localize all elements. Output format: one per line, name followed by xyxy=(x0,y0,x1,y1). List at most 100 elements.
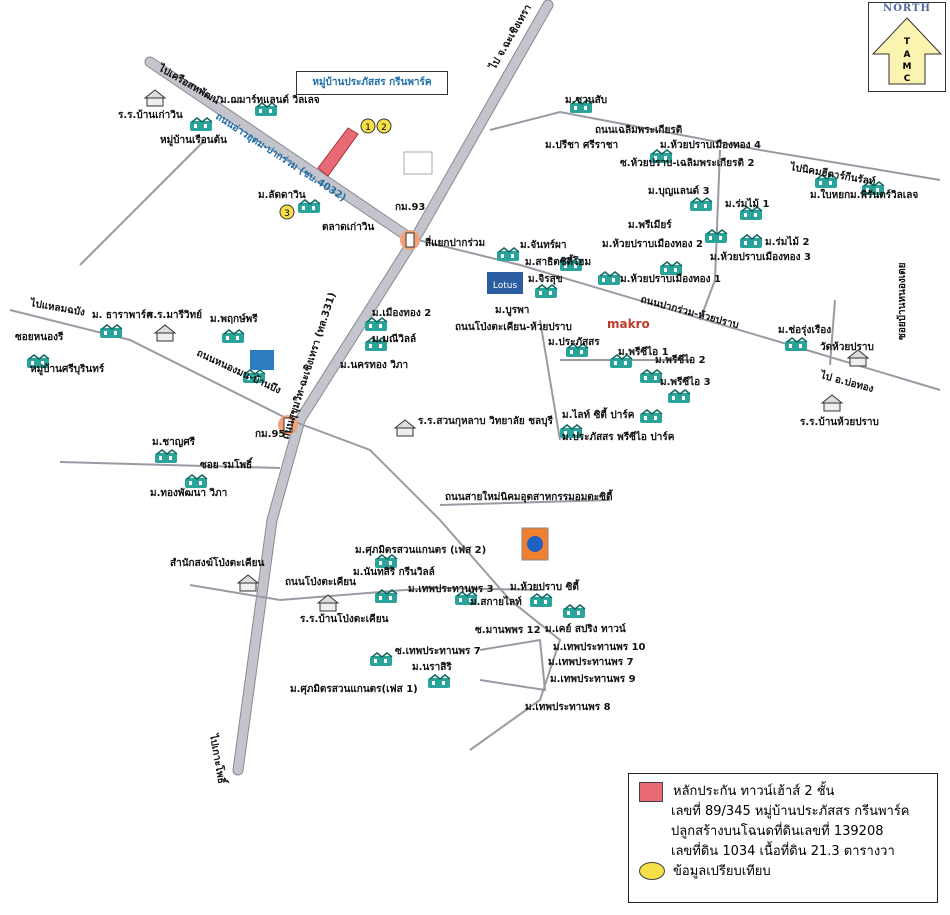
bank-logo xyxy=(403,151,433,175)
legend-line-4: เลขที่ดิน 1034 เนื้อที่ดิน 21.3 ตารางวา xyxy=(671,844,895,859)
svg-text:ม.ร่มไม้ 1: ม.ร่มไม้ 1 xyxy=(725,197,769,210)
svg-text:ม.ลัดดาวิน: ม.ลัดดาวิน xyxy=(258,189,306,201)
svg-text:ม.จิรสุข: ม.จิรสุข xyxy=(528,273,563,285)
svg-text:ม.สกายไลท์: ม.สกายไลท์ xyxy=(470,595,522,608)
svg-text:ร.ร.บ้านเก่าวิน: ร.ร.บ้านเก่าวิน xyxy=(118,109,183,121)
svg-text:ม.ห้วยปราบ ซิตี้: ม.ห้วยปราบ ซิตี้ xyxy=(510,579,580,593)
svg-text:ม.ปรีชา ศรีราชา: ม.ปรีชา ศรีราชา xyxy=(545,139,618,151)
lotus-logo xyxy=(487,272,523,294)
svg-text:หมู่บ้านเรือนต้น: หมู่บ้านเรือนต้น xyxy=(160,134,227,147)
svg-text:ม.พรีซีไอ 3: ม.พรีซีไอ 3 xyxy=(660,375,711,388)
traffic-lights xyxy=(278,230,420,435)
map-labels: ไปเครือสหพัฒน์ ร.ร.บ้านเก่าวิน หมู่บ้านเ… xyxy=(15,2,918,786)
map-legend: หลักประกัน ทาวน์เฮ้าส์ 2 ชั้น เลขที่ 89/… xyxy=(628,773,938,903)
svg-text:ม.ช่อรุ่งเรือง: ม.ช่อรุ่งเรือง xyxy=(778,324,831,336)
svg-text:ม.ห้วยปราบเมืองทอง 2: ม.ห้วยปราบเมืองทอง 2 xyxy=(602,238,703,250)
svg-text:ไป อ.บ่อทอง: ไป อ.บ่อทอง xyxy=(818,368,875,395)
svg-text:ม.นราสิริ: ม.นราสิริ xyxy=(412,661,452,673)
legend-line-5: ข้อมูลเปรียบเทียบ xyxy=(673,864,771,879)
svg-text:ถนนโป่งตะเคียน: ถนนโป่งตะเคียน xyxy=(285,575,356,588)
svg-text:ม.ชวนสับ: ม.ชวนสับ xyxy=(565,94,607,106)
svg-text:ม. ธาราพาร์ค: ม. ธาราพาร์ค xyxy=(92,309,153,321)
svg-text:ร.ร.สวนกุหลาบ วิทยาลัย ชลบุรี: ร.ร.สวนกุหลาบ วิทยาลัย ชลบุรี xyxy=(418,415,554,427)
north-arrow-icon: T A M C xyxy=(871,17,943,85)
svg-text:ซ.เทพประทานพร 7: ซ.เทพประทานพร 7 xyxy=(395,645,481,657)
svg-text:สี่แยกปากร่วม: สี่แยกปากร่วม xyxy=(425,235,485,249)
svg-text:ม.บูรพา: ม.บูรพา xyxy=(495,305,529,317)
svg-text:ไปแหลมฉบัง: ไปแหลมฉบัง xyxy=(28,296,86,319)
svg-text:กม.93: กม.93 xyxy=(395,202,425,213)
svg-text:ม.ร่มไม้ 2: ม.ร่มไม้ 2 xyxy=(765,235,809,248)
svg-text:ม.เทพประทานพร 3: ม.เทพประทานพร 3 xyxy=(408,583,494,595)
svg-text:กม.95: กม.95 xyxy=(255,429,285,440)
svg-text:ซ.ห้วยปราบ-เฉลิมพระเกียรติ 2: ซ.ห้วยปราบ-เฉลิมพระเกียรติ 2 xyxy=(620,157,754,169)
svg-text:ร.ร.มารีวิทย์: ร.ร.มารีวิทย์ xyxy=(148,309,202,321)
svg-text:ม.ฌมาร์ทแลนด์ วิลเลจ: ม.ฌมาร์ทแลนด์ วิลเลจ xyxy=(220,94,320,106)
svg-text:ม.สาธิตซิตี้โฮม: ม.สาธิตซิตี้โฮม xyxy=(525,254,591,268)
svg-text:ม.มณีวิลล์: ม.มณีวิลล์ xyxy=(372,333,416,345)
svg-text:ถนนสายใหม่นิคมอุตสาหกรรมอมตะซิ: ถนนสายใหม่นิคมอุตสาหกรรมอมตะซิตี้ xyxy=(445,489,614,503)
store-logo xyxy=(250,350,274,370)
svg-text:ร.ร.บ้านห้วยปราบ: ร.ร.บ้านห้วยปราบ xyxy=(800,416,879,428)
svg-text:ม.เมืองทอง 2: ม.เมืองทอง 2 xyxy=(372,307,431,319)
north-arrow: NORTH T A M C xyxy=(868,2,946,92)
subject-swatch xyxy=(639,782,663,802)
svg-text:ม.ประภัสสร พรีซีไอ ปาร์ค: ม.ประภัสสร พรีซีไอ ปาร์ค xyxy=(562,430,675,443)
svg-text:ร.ร.บ้านโป่งตะเคียน: ร.ร.บ้านโป่งตะเคียน xyxy=(300,612,389,625)
svg-text:ม.ศุภมิตรสวนแกนตร (เฟส 2): ม.ศุภมิตรสวนแกนตร (เฟส 2) xyxy=(355,544,486,556)
svg-text:ม.จันทร์ผา: ม.จันทร์ผา xyxy=(520,239,567,251)
svg-text:ม.ไลท์ ซิตี้ ปาร์ค: ม.ไลท์ ซิตี้ ปาร์ค xyxy=(562,407,635,421)
subject-property[interactable] xyxy=(317,127,359,177)
svg-text:ถนนปากร่วม-ห้วยปราบ: ถนนปากร่วม-ห้วยปราบ xyxy=(639,293,740,331)
lotus-text: Lotus xyxy=(493,281,518,291)
svg-text:ม.พิรันตร์วิลเลจ: ม.พิรันตร์วิลเลจ xyxy=(850,189,918,201)
svg-text:ซอยหนองรี: ซอยหนองรี xyxy=(15,331,64,343)
legend-line-1: หลักประกัน ทาวน์เฮ้าส์ 2 ชั้น xyxy=(673,784,835,799)
svg-text:ม.ใบหยก: ม.ใบหยก xyxy=(810,188,850,201)
svg-text:ม.นครทอง วิภา: ม.นครทอง วิภา xyxy=(340,359,408,371)
svg-text:ม.ทองพัฒนา วิภา: ม.ทองพัฒนา วิภา xyxy=(150,487,227,499)
svg-text:ม.เคย์ สปริง ทาวน์: ม.เคย์ สปริง ทาวน์ xyxy=(545,623,626,635)
makro-logo: makro xyxy=(607,317,650,331)
svg-text:ม.ห้วยปราบเมืองทอง 1: ม.ห้วยปราบเมืองทอง 1 xyxy=(620,273,721,285)
major-roads xyxy=(144,0,554,776)
svg-text:T: T xyxy=(904,37,911,47)
svg-text:ม.เทพประทานพร 10: ม.เทพประทานพร 10 xyxy=(553,641,646,653)
svg-text:สำนักสงฆ์โป่งตะเคียน: สำนักสงฆ์โป่งตะเคียน xyxy=(170,556,264,569)
svg-text:A: A xyxy=(904,50,911,60)
svg-text:ม.เทพประทานพร 9: ม.เทพประทานพร 9 xyxy=(550,673,636,685)
svg-text:ม.พรีซีไอ 2: ม.พรีซีไอ 2 xyxy=(655,353,706,366)
svg-text:C: C xyxy=(904,74,911,84)
svg-text:วัดห้วยปราบ: วัดห้วยปราบ xyxy=(820,341,874,353)
svg-text:ม.ประภัสสร: ม.ประภัสสร xyxy=(548,336,600,348)
svg-text:ม.พรีซีไอ 1: ม.พรีซีไอ 1 xyxy=(618,345,669,358)
svg-text:ตลาดเก่าวิน: ตลาดเก่าวิน xyxy=(322,221,374,233)
project-callout: หมู่บ้านประภัสสร กรีนพาร์ค xyxy=(296,71,448,95)
svg-text:ถนนเฉลิมพระเกียรติ: ถนนเฉลิมพระเกียรติ xyxy=(595,124,682,136)
svg-text:3: 3 xyxy=(284,209,290,219)
comparable-markers: 1 2 3 xyxy=(279,118,392,220)
svg-text:ม.ชาญศรี: ม.ชาญศรี xyxy=(152,436,196,448)
comparable-swatch xyxy=(639,862,665,880)
svg-text:ม.พรีเมียร์: ม.พรีเมียร์ xyxy=(628,219,672,231)
svg-text:1: 1 xyxy=(365,123,371,133)
svg-text:ซอย รมโพธิ์: ซอย รมโพธิ์ xyxy=(200,457,254,471)
svg-text:ไปเกาะโพธิ์: ไปเกาะโพธิ์ xyxy=(207,732,230,786)
svg-text:ไปเครือสหพัฒน์: ไปเครือสหพัฒน์ xyxy=(156,61,222,107)
svg-text:หมู่บ้านศรีบุรินทร์: หมู่บ้านศรีบุรินทร์ xyxy=(30,363,105,376)
svg-text:ม.เทพประทานพร 8: ม.เทพประทานพร 8 xyxy=(525,701,611,713)
svg-text:ม.นันทสิริ กรีนวิลล์: ม.นันทสิริ กรีนวิลล์ xyxy=(353,566,435,578)
legend-line-2: เลขที่ 89/345 หมู่บ้านประภัสสร กรีนพาร์ค xyxy=(671,804,910,819)
svg-text:2: 2 xyxy=(381,123,387,133)
svg-text:ม.ห้วยปราบเมืองทอง 3: ม.ห้วยปราบเมืองทอง 3 xyxy=(710,251,811,263)
svg-text:ถนนโป่งตะเคียน-ห้วยปราบ: ถนนโป่งตะเคียน-ห้วยปราบ xyxy=(455,320,572,333)
legend-line-3: ปลูกสร้างบนโฉนดที่ดินเลขที่ 139208 xyxy=(671,824,884,839)
svg-text:ซอยบ้านหนองเตย: ซอยบ้านหนองเตย xyxy=(896,262,908,340)
svg-text:ม.เทพประทานพร 7: ม.เทพประทานพร 7 xyxy=(548,656,634,668)
svg-text:ม.พฤกษ์พรี: ม.พฤกษ์พรี xyxy=(210,313,258,325)
svg-text:ม.ศุภมิตรสวนแกนตร(เฟส 1): ม.ศุภมิตรสวนแกนตร(เฟส 1) xyxy=(290,683,418,695)
svg-text:ม.บุญแลนด์ 3: ม.บุญแลนด์ 3 xyxy=(648,185,710,197)
svg-text:M: M xyxy=(903,62,912,72)
svg-text:ซ.มานพพร 12: ซ.มานพพร 12 xyxy=(475,625,541,636)
